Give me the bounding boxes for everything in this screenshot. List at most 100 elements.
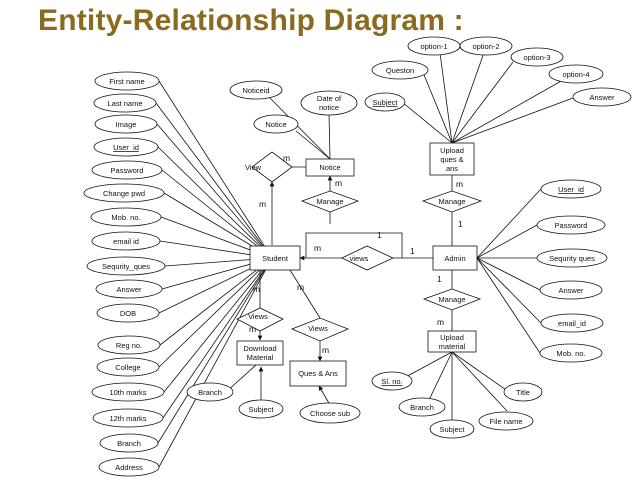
- svg-text:Admin: Admin: [444, 254, 465, 263]
- svg-text:Branch: Branch: [117, 439, 141, 448]
- ques-attribute-option-3: option-3: [510, 47, 564, 67]
- svg-text:Ques & Ans: Ques & Ans: [298, 369, 338, 378]
- student-attribute-first-name: First name: [94, 71, 160, 91]
- notice-attribute-notice: Notice: [253, 114, 299, 134]
- cardinality-manage-ques-top: m: [456, 179, 463, 189]
- notice-attribute-date-of-notice: Date of notice: [300, 90, 358, 116]
- material-attribute-title: Title: [503, 382, 543, 402]
- relationship-view: View: [245, 151, 293, 183]
- svg-text:Subject: Subject: [248, 405, 274, 414]
- entity-download-material: Download Material: [236, 340, 284, 366]
- svg-text:option-1: option-1: [420, 42, 447, 51]
- relationship-views-ques: Views: [290, 317, 350, 342]
- admin-attribute-answer: Answer: [539, 280, 603, 300]
- student-attribute-10th-marks: 10th marks: [91, 382, 165, 402]
- cardinality-manage-notice-top: m: [335, 178, 342, 188]
- entity-notice: Notice: [305, 158, 355, 177]
- svg-text:First name: First name: [109, 77, 144, 86]
- cardinality-view-student: m: [259, 199, 266, 209]
- svg-text:material: material: [439, 342, 466, 351]
- svg-text:Noticeid: Noticeid: [242, 86, 269, 95]
- student-attribute-mob-no: Mob. no.: [90, 207, 162, 227]
- relationship-manage-material: Manage: [422, 288, 482, 311]
- cardinality-views-admin: 1: [410, 246, 415, 256]
- svg-text:Branch: Branch: [198, 388, 222, 397]
- svg-text:Material: Material: [247, 353, 274, 362]
- svg-text:DOB: DOB: [120, 309, 136, 318]
- admin-attribute-email-id: email_id: [540, 313, 604, 333]
- svg-text:Notice: Notice: [319, 163, 340, 172]
- diagram-title: Entity-Relationship Diagram :: [38, 4, 464, 37]
- student-attribute-image: Image: [94, 114, 158, 134]
- entity-upload-material: Upload material: [427, 330, 477, 353]
- ques-ans-attribute-choose-sub: Choose sub: [299, 402, 361, 424]
- student-attribute-answer: Answer: [95, 279, 163, 299]
- cardinality-manage-notice-admin: 1: [377, 230, 382, 240]
- download-attribute-subject: Subject: [238, 399, 284, 419]
- student-attribute-12th-marks: 12th marks: [92, 408, 164, 428]
- svg-text:Mob. no.: Mob. no.: [556, 349, 585, 358]
- svg-text:User_id: User_id: [558, 185, 584, 194]
- cardinality-views-ques-bottom: m: [322, 345, 329, 355]
- relationship-views-download: Views: [236, 307, 284, 332]
- svg-text:Branch: Branch: [410, 403, 434, 412]
- svg-text:Answer: Answer: [558, 286, 584, 295]
- svg-text:Choose sub: Choose sub: [310, 409, 350, 418]
- admin-attribute-password: Password: [536, 215, 606, 235]
- cardinality-view-notice: m: [283, 153, 290, 163]
- student-attribute-email-id: email id: [91, 231, 161, 251]
- relationship-manage-notice: Manage: [300, 190, 360, 213]
- ques-attribute-option-4: option-4: [548, 64, 604, 84]
- svg-text:Change pwd: Change pwd: [103, 189, 145, 198]
- student-attribute-reg-no: Reg no.: [97, 335, 161, 355]
- relationship-views: views: [341, 245, 394, 271]
- svg-text:College: College: [115, 363, 140, 372]
- svg-text:Subject: Subject: [439, 425, 465, 434]
- student-attribute-dob: DOB: [96, 303, 160, 323]
- student-attribute-password: Password: [91, 160, 163, 180]
- svg-text:Sequrity_ques: Sequrity_ques: [102, 262, 150, 271]
- svg-text:Manage: Manage: [438, 295, 465, 304]
- svg-text:User_id: User_id: [113, 143, 139, 152]
- student-attribute-college: College: [96, 357, 160, 377]
- student-attribute-user-id: User_id: [93, 137, 159, 157]
- svg-text:notice: notice: [319, 103, 339, 112]
- svg-text:Views: Views: [248, 312, 268, 321]
- svg-text:Download: Download: [243, 344, 276, 353]
- student-attribute-branch: Branch: [99, 433, 159, 453]
- ques-attribute-option-1: option-1: [407, 36, 461, 56]
- cardinality-manage-material-bottom: m: [437, 317, 444, 327]
- svg-text:10th marks: 10th marks: [109, 388, 146, 397]
- svg-text:File name: File name: [490, 417, 523, 426]
- svg-text:Upload: Upload: [440, 333, 464, 342]
- svg-text:Reg no.: Reg no.: [116, 341, 142, 350]
- student-attribute-sequrity-ques: Sequrity_ques: [86, 256, 166, 276]
- entity-admin: Admin: [432, 245, 478, 271]
- svg-text:Password: Password: [555, 221, 588, 230]
- cardinality-manage-ques-admin: 1: [458, 219, 463, 229]
- cardinality-manage-material-admin: 1: [437, 274, 442, 284]
- cardinality-student-views-ques: m: [297, 282, 304, 292]
- svg-text:Views: Views: [308, 324, 328, 333]
- svg-text:Last name: Last name: [107, 99, 142, 108]
- svg-text:Queston: Queston: [386, 66, 414, 75]
- svg-text:12th marks: 12th marks: [109, 414, 146, 423]
- svg-text:Student: Student: [262, 254, 289, 263]
- ques-attribute-queston: Queston: [371, 60, 429, 80]
- entity-student: Student: [249, 245, 301, 271]
- material-attribute-branch: Branch: [398, 397, 446, 417]
- material-attribute-file-name: File name: [478, 411, 534, 431]
- svg-text:Upload: Upload: [440, 146, 464, 155]
- student-attribute-change-pwd: Change pwd: [83, 183, 165, 203]
- svg-text:Answer: Answer: [589, 93, 615, 102]
- svg-text:Manage: Manage: [438, 197, 465, 206]
- svg-text:option-2: option-2: [472, 42, 499, 51]
- student-attribute-last-name: Last name: [93, 93, 157, 113]
- svg-text:Password: Password: [111, 166, 144, 175]
- svg-text:Title: Title: [516, 388, 530, 397]
- svg-text:ques &: ques &: [440, 155, 463, 164]
- entity-upload-ques-ans: Upload ques & ans: [429, 142, 475, 176]
- cardinality-views-student: m: [314, 243, 321, 253]
- ques-attribute-answer: Answer: [572, 87, 632, 107]
